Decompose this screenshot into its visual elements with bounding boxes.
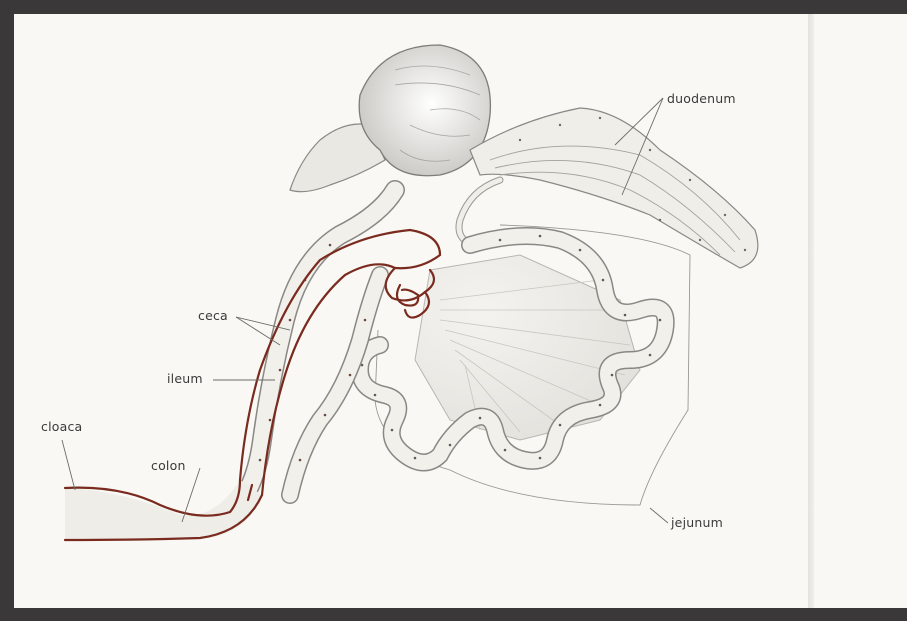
label-duodenum: duodenum bbox=[667, 91, 736, 106]
label-colon: colon bbox=[151, 458, 186, 473]
label-cloaca: cloaca bbox=[41, 419, 82, 434]
label-jejunum: jejunum bbox=[671, 515, 723, 530]
label-ileum: ileum bbox=[167, 371, 203, 386]
label-ceca: ceca bbox=[198, 308, 228, 323]
